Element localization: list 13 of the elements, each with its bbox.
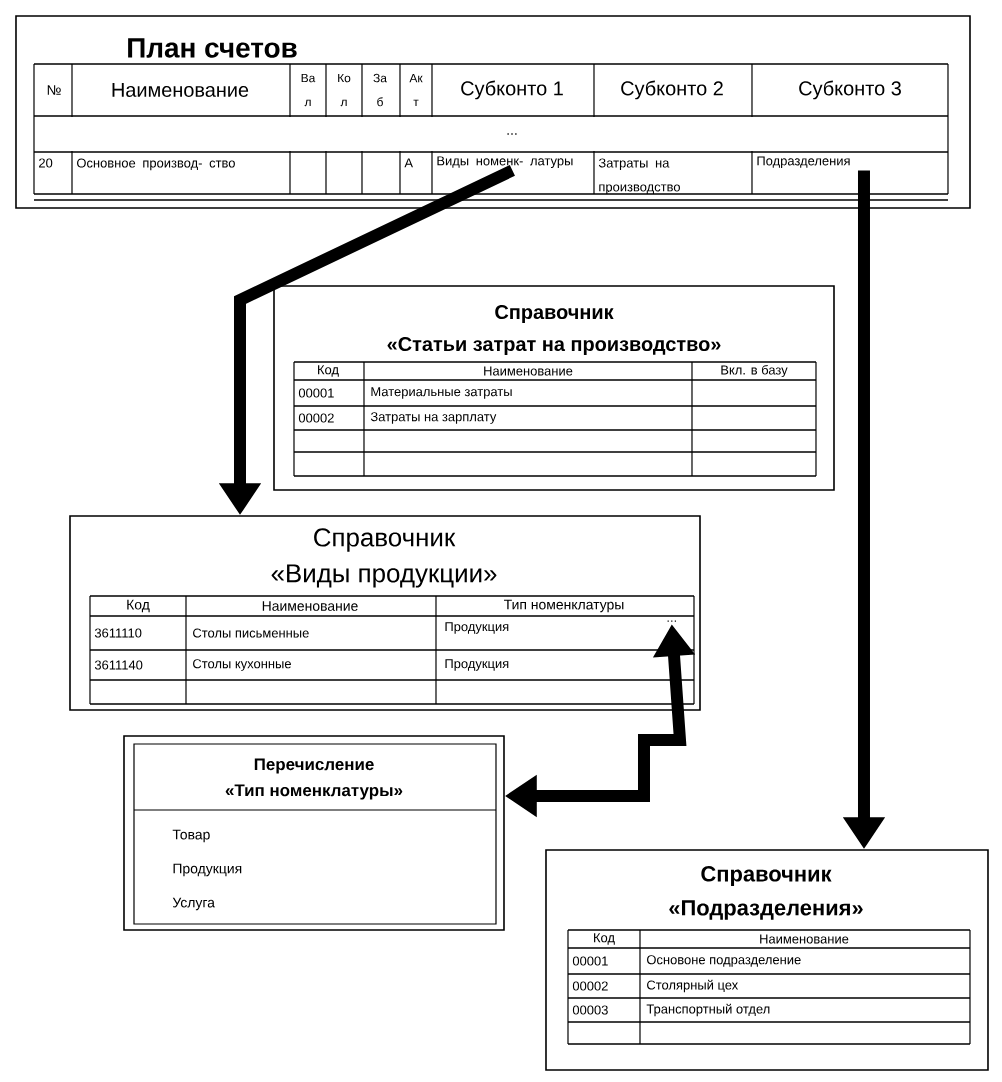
panel-title: «Статьи затрат на производство» [387, 337, 721, 355]
panel-title: «Подразделения» [669, 900, 863, 920]
table-cell: Субконто 1 [461, 80, 563, 100]
panel-title: Справочник [701, 866, 832, 886]
table-cell: Субконто 3 [799, 80, 901, 100]
panel-title: Перечисление [254, 758, 374, 774]
table-cell: Наименование [112, 83, 249, 97]
panel-title: Справочник [495, 305, 614, 323]
panel-title: «Виды продукции» [271, 564, 497, 588]
panel-title: Справочник [314, 528, 456, 552]
panel-title: «Тип номенклатуры» [225, 784, 403, 800]
panel-title: План счетов [128, 38, 297, 58]
table-cell: Субконто 2 [621, 80, 723, 100]
